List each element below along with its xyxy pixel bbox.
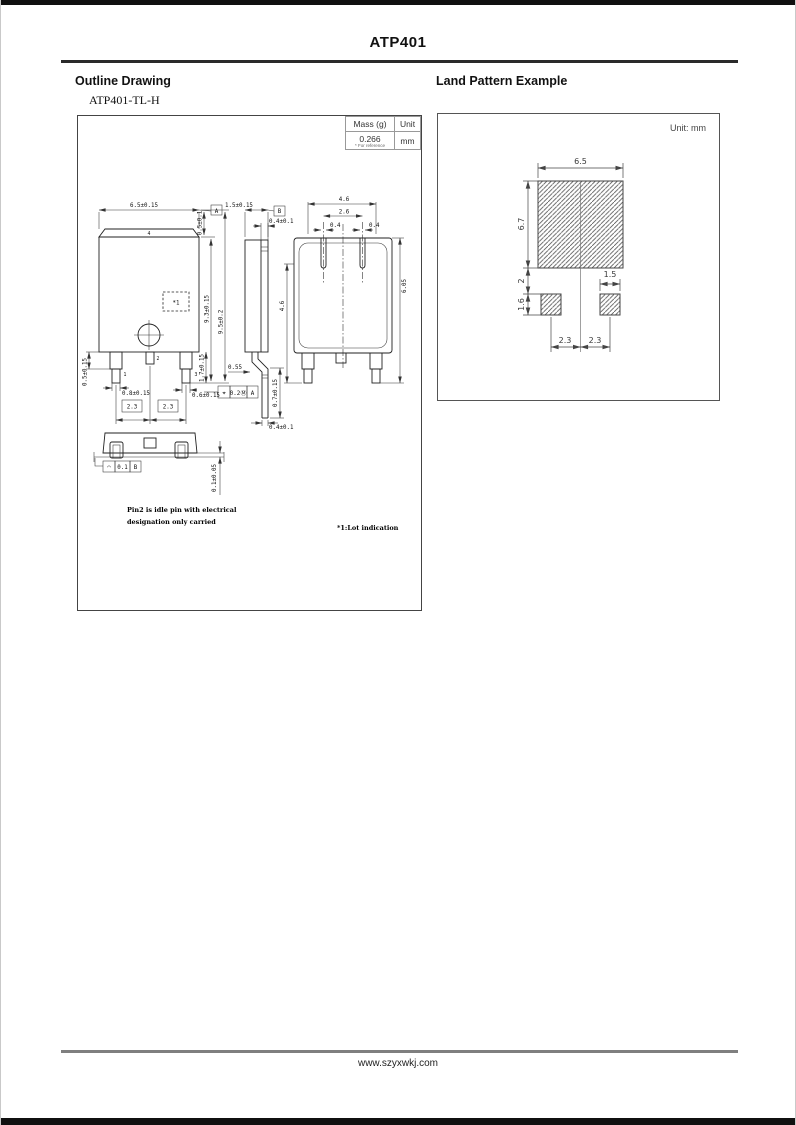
top-black-bar bbox=[1, 0, 795, 5]
footer-url: www.szyxwkj.com bbox=[357, 1058, 438, 1069]
dim-side-width: 1.5±0.15 bbox=[225, 203, 253, 209]
seating-datum: B bbox=[134, 465, 138, 471]
dim-lead-offset: 0.55 bbox=[228, 365, 242, 371]
position-symbol: ⌖ bbox=[222, 391, 226, 397]
seating-symbol-icon: ◠ bbox=[107, 465, 111, 471]
bottom-view-dimensions: ◠ 0.1 B 0.1±0.05 bbox=[94, 441, 224, 495]
dim-cap-height: 0.5±0.1 bbox=[198, 210, 204, 235]
mass-note: * For reference bbox=[354, 142, 385, 148]
dim-foot-height: 0.7±0.15 bbox=[273, 379, 279, 407]
back-view-dimensions: 4.6 2.6 0.4 0.4 6.05 4.6 bbox=[280, 197, 408, 384]
position-modifier-icon: Ⓜ bbox=[241, 389, 247, 397]
dim-pin3-width: 0.6±0.15 bbox=[192, 393, 220, 399]
seating-tolerance: 0.1 bbox=[117, 465, 128, 471]
land-pads bbox=[537, 180, 624, 352]
seating-tolerance-frame: ◠ 0.1 B bbox=[94, 458, 142, 473]
dim-standoff: 0.1±0.05 bbox=[212, 464, 218, 492]
side-view bbox=[244, 239, 269, 419]
pin3-label: 3 bbox=[195, 372, 198, 378]
unit-header: Unit bbox=[399, 119, 416, 129]
dim-slot-width-left: 0.4 bbox=[330, 223, 341, 229]
pin3-pad bbox=[599, 293, 621, 316]
datum-a-label: A bbox=[215, 209, 219, 215]
dim-pin-width: 0.8±0.15 bbox=[122, 391, 150, 397]
dim-pitch-right: 2.3 bbox=[589, 336, 602, 345]
mass-table: Mass (g) Unit 0.266 * For reference mm bbox=[345, 116, 421, 150]
part-number: ATP401-TL-H bbox=[89, 93, 160, 107]
mass-header: Mass (g) bbox=[353, 119, 387, 129]
dim-back-inner-span: 2.6 bbox=[339, 210, 350, 216]
top-mark-label: 4 bbox=[148, 231, 151, 237]
unit-value: mm bbox=[400, 135, 415, 146]
outline-drawing: 4 *1 1 2 3 6.5±0.15 bbox=[83, 197, 409, 532]
outline-drawing-heading: Outline Drawing bbox=[75, 74, 171, 88]
front-view: 4 *1 1 2 3 bbox=[98, 228, 200, 384]
position-tolerance-frame: ⌖ 0.2 Ⓜ A bbox=[204, 385, 259, 399]
dim-pad-height: 6.7 bbox=[517, 218, 526, 231]
lot-indication-note: *1:Lot indication bbox=[337, 524, 399, 532]
dim-tab-thickness: 0.4±0.1 bbox=[269, 219, 294, 225]
pin1-pad bbox=[540, 293, 562, 316]
side-view-dimensions: 1.5±0.15 B 0.4±0.1 0.55 0.7±0.15 0 bbox=[225, 203, 294, 431]
page-title: ATP401 bbox=[369, 34, 427, 51]
pin2-label: 2 bbox=[157, 356, 160, 362]
dim-lead-thickness: 0.4±0.1 bbox=[269, 425, 294, 431]
land-pattern-heading: Land Pattern Example bbox=[436, 74, 568, 88]
dim-pin-length: 1.7±0.15 bbox=[200, 354, 206, 382]
pin2-note-line2: designation only carried bbox=[127, 518, 216, 526]
back-view bbox=[293, 222, 393, 384]
dim-gap: 2 bbox=[517, 278, 526, 283]
dim-pitch-left: 2.3 bbox=[559, 336, 572, 345]
dim-pin-pad-height: 1.6 bbox=[517, 298, 526, 311]
mass-value: 0.266 bbox=[359, 133, 381, 144]
pin2-note-line1: Pin2 is idle pin with electrical bbox=[127, 506, 237, 514]
dim-back-body-height: 4.6 bbox=[280, 300, 286, 311]
header-rule bbox=[61, 60, 738, 63]
pin1-label: 1 bbox=[124, 372, 127, 378]
dim-height-overall: 9.5±0.2 bbox=[219, 310, 225, 334]
datum-b-label: B bbox=[278, 209, 282, 215]
footer-rule bbox=[61, 1050, 738, 1053]
dim-pad-width: 6.5 bbox=[574, 157, 587, 166]
dim-back-height: 6.05 bbox=[402, 279, 408, 293]
position-datum: A bbox=[251, 391, 255, 397]
dim-slot-width-right: 0.4 bbox=[369, 223, 380, 229]
land-pattern-drawing: 6.5 6.7 2 1.6 1.5 2.3 2.3 bbox=[517, 157, 624, 352]
dim-front-width: 6.5±0.15 bbox=[130, 203, 158, 209]
bottom-black-bar bbox=[1, 1118, 795, 1125]
dim-pin-pad-width: 1.5 bbox=[604, 270, 617, 279]
dim-pitch-left: 2.3 bbox=[127, 405, 138, 411]
bottom-view bbox=[93, 432, 225, 462]
unit-label: Unit: mm bbox=[670, 123, 706, 133]
dim-back-outer-span: 4.6 bbox=[339, 197, 350, 203]
position-tolerance: 0.2 bbox=[230, 391, 240, 397]
land-dimensions: 6.5 6.7 2 1.6 1.5 2.3 2.3 bbox=[517, 157, 624, 352]
dim-height-to-lead-tip: 9.3±0.15 bbox=[205, 295, 211, 323]
dim-shoulder-height: 0.5±0.15 bbox=[83, 358, 89, 386]
land-pattern-box: Unit: mm bbox=[437, 113, 720, 401]
lot-mark-label: *1 bbox=[173, 301, 180, 307]
front-view-dimensions: 6.5±0.15 A 0.5±0.1 9.3±0.15 9.5±0.2 0.5±… bbox=[83, 203, 259, 424]
dim-pitch-right: 2.3 bbox=[163, 405, 174, 411]
drawing-notes: Pin2 is idle pin with electrical designa… bbox=[127, 506, 399, 532]
outline-drawing-box: Mass (g) Unit 0.266 * For reference mm bbox=[77, 115, 422, 611]
